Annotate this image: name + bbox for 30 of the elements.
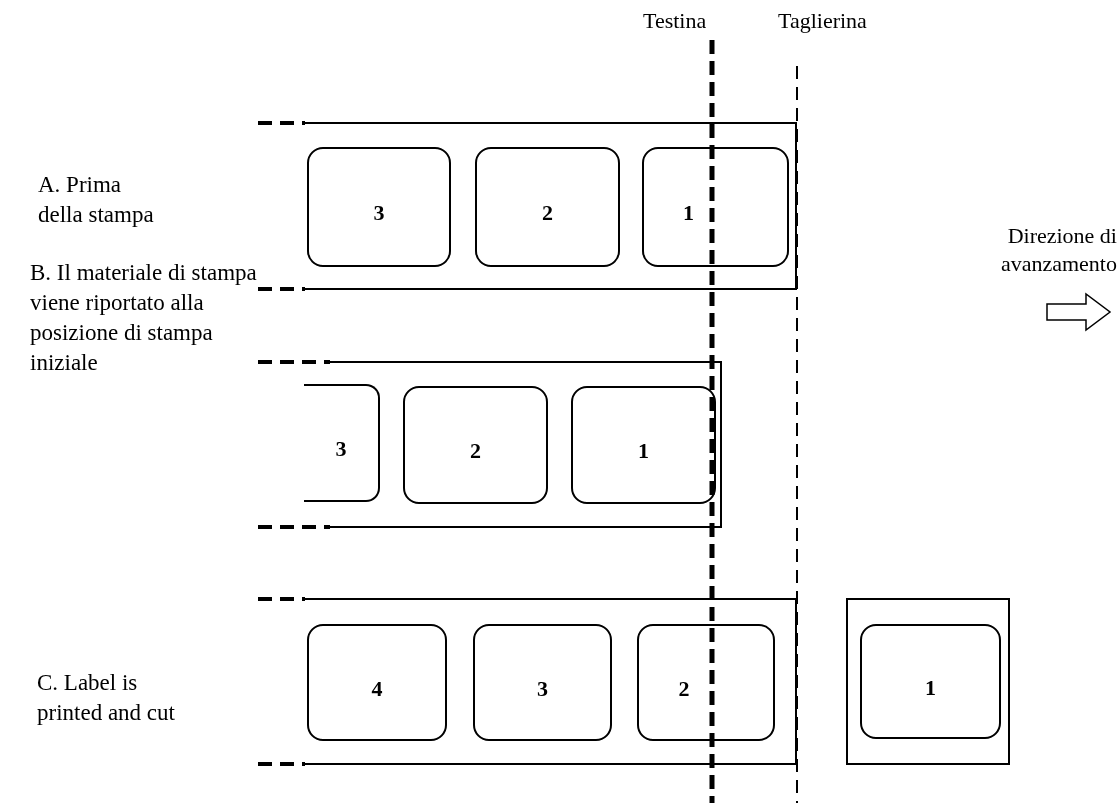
step-caption: A. Prima della stampa <box>38 171 155 229</box>
label-outline <box>307 147 451 267</box>
label-strip <box>330 361 722 528</box>
label-number: 4 <box>371 675 383 702</box>
label-number: 3 <box>335 436 347 462</box>
label-outline <box>637 624 775 741</box>
label-number: 1 <box>638 438 649 464</box>
label-number: 1 <box>925 674 936 701</box>
label-number: 2 <box>678 675 690 702</box>
label-outline <box>642 147 789 267</box>
label-number: 3 <box>537 675 548 702</box>
label-outline <box>571 386 716 504</box>
label-strip <box>305 598 797 765</box>
label-outline <box>304 384 380 502</box>
cut-label-box <box>846 598 1010 765</box>
label-outline <box>860 624 1001 739</box>
label-number: 2 <box>470 438 481 464</box>
direction-label: Direzione di avanzamento <box>999 222 1117 278</box>
step-caption: B. Il materiale di stampa viene riportato alla posizione di stampa iniziale <box>30 259 258 377</box>
label-strip <box>305 122 797 290</box>
print-head-label: Testina <box>643 8 707 34</box>
label-outline <box>475 147 620 267</box>
label-outline <box>473 624 612 741</box>
label-outline <box>403 386 548 504</box>
step-caption: C. Label is printed and cut <box>37 669 176 727</box>
label-number: 1 <box>683 200 694 226</box>
cutter-label: Taglierina <box>778 8 867 34</box>
label-number: 2 <box>542 200 553 226</box>
label-outline <box>307 624 447 741</box>
label-number: 3 <box>373 200 385 226</box>
